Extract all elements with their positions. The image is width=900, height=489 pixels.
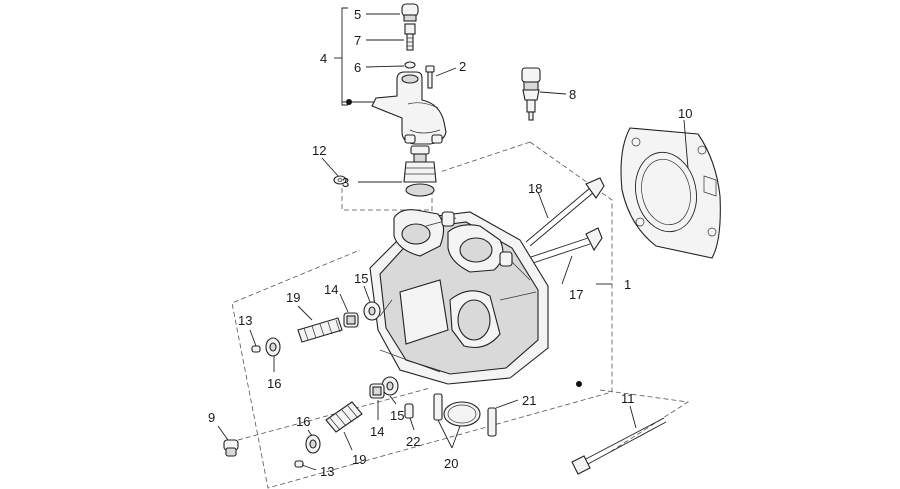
dowel-pin-part-21	[487, 407, 497, 437]
callout-7: 7	[354, 33, 361, 48]
callout-labels: 5 7 4 6 2 8 10 12 3 18 15 1 14 17 19 13 …	[208, 7, 692, 479]
callout-14-lower: 14	[370, 424, 384, 439]
callout-18: 18	[528, 181, 542, 196]
o-ring-part-20	[443, 401, 481, 427]
plug-part-9	[223, 439, 239, 457]
valve-part-18	[525, 177, 605, 247]
callout-19-lower: 19	[352, 452, 366, 467]
washer-part-12	[333, 175, 347, 185]
spring-seat-part-15-lower	[381, 376, 399, 396]
reference-dot	[576, 381, 582, 387]
valve-spring-part-19-upper	[297, 317, 343, 343]
callout-3: 3	[342, 175, 349, 190]
callout-1: 1	[624, 277, 631, 292]
callout-20: 20	[444, 456, 458, 471]
valve-seal-part-14-upper	[343, 312, 359, 328]
thermostat-housing	[371, 71, 447, 145]
washer-part-6	[404, 61, 416, 69]
spring-seat-part-15-upper	[363, 301, 381, 321]
bracket-4	[334, 7, 382, 106]
cap-part-5	[401, 3, 419, 22]
callout-21: 21	[522, 393, 536, 408]
callout-12: 12	[312, 143, 326, 158]
callout-2: 2	[459, 59, 466, 74]
callout-17: 17	[569, 287, 583, 302]
valve-part-17	[521, 227, 603, 267]
valve-spring-part-19-lower	[325, 401, 363, 433]
callout-8: 8	[569, 87, 576, 102]
thermostat-part-3	[403, 145, 437, 197]
callout-4: 4	[320, 51, 327, 66]
callout-9: 9	[208, 410, 215, 425]
callout-16-upper: 16	[267, 376, 281, 391]
callout-15-lower: 15	[390, 408, 404, 423]
spring-retainer-part-16-lower	[305, 434, 321, 454]
head-gasket-part-10	[620, 127, 721, 259]
dowel-pin-part-20	[433, 393, 443, 421]
pin-part-22	[404, 403, 414, 419]
callout-22: 22	[406, 434, 420, 449]
callout-10: 10	[678, 106, 692, 121]
reference-dot	[346, 99, 352, 105]
valve-lock-part-13-lower	[294, 460, 304, 468]
bolt-part-2	[425, 65, 435, 89]
callout-11: 11	[621, 391, 635, 406]
valve-seal-part-14-lower	[369, 383, 385, 399]
leader-lines	[217, 13, 689, 471]
callout-5: 5	[354, 7, 361, 22]
cylinder-head-part-1	[369, 209, 582, 387]
callout-19-upper: 19	[286, 290, 300, 305]
callout-13-lower: 13	[320, 464, 334, 479]
callout-13-upper: 13	[238, 313, 252, 328]
callout-16-lower: 16	[296, 414, 310, 429]
bleed-screw-part-7	[404, 23, 416, 51]
callout-15-upper: 15	[354, 271, 368, 286]
callout-14-upper: 14	[324, 282, 338, 297]
callout-6: 6	[354, 60, 361, 75]
head-bolt-part-11	[571, 417, 667, 475]
spring-retainer-part-16-upper	[265, 337, 281, 357]
valve-lock-part-13-upper	[251, 345, 261, 353]
temperature-sensor-part-8	[521, 67, 541, 121]
